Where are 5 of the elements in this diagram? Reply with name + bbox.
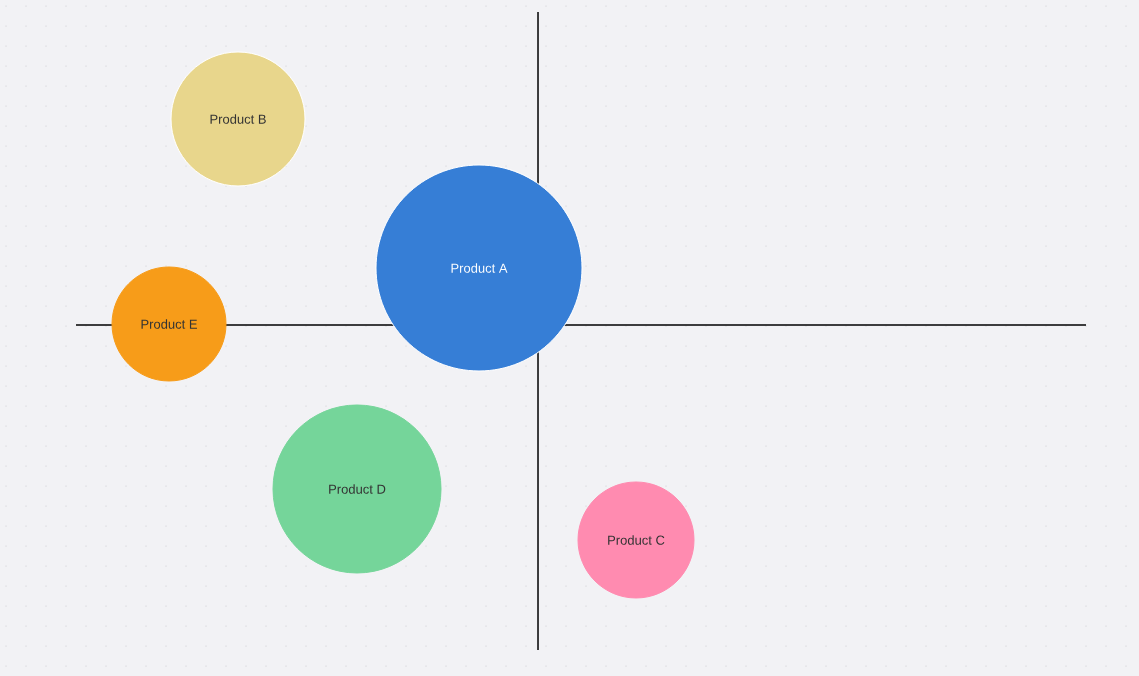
bubble: Product A: [375, 164, 583, 372]
bubble: Product D: [272, 404, 442, 574]
bubble: Product B: [170, 51, 306, 187]
bubble: Product E: [111, 266, 227, 382]
bubble: Product C: [577, 481, 695, 599]
